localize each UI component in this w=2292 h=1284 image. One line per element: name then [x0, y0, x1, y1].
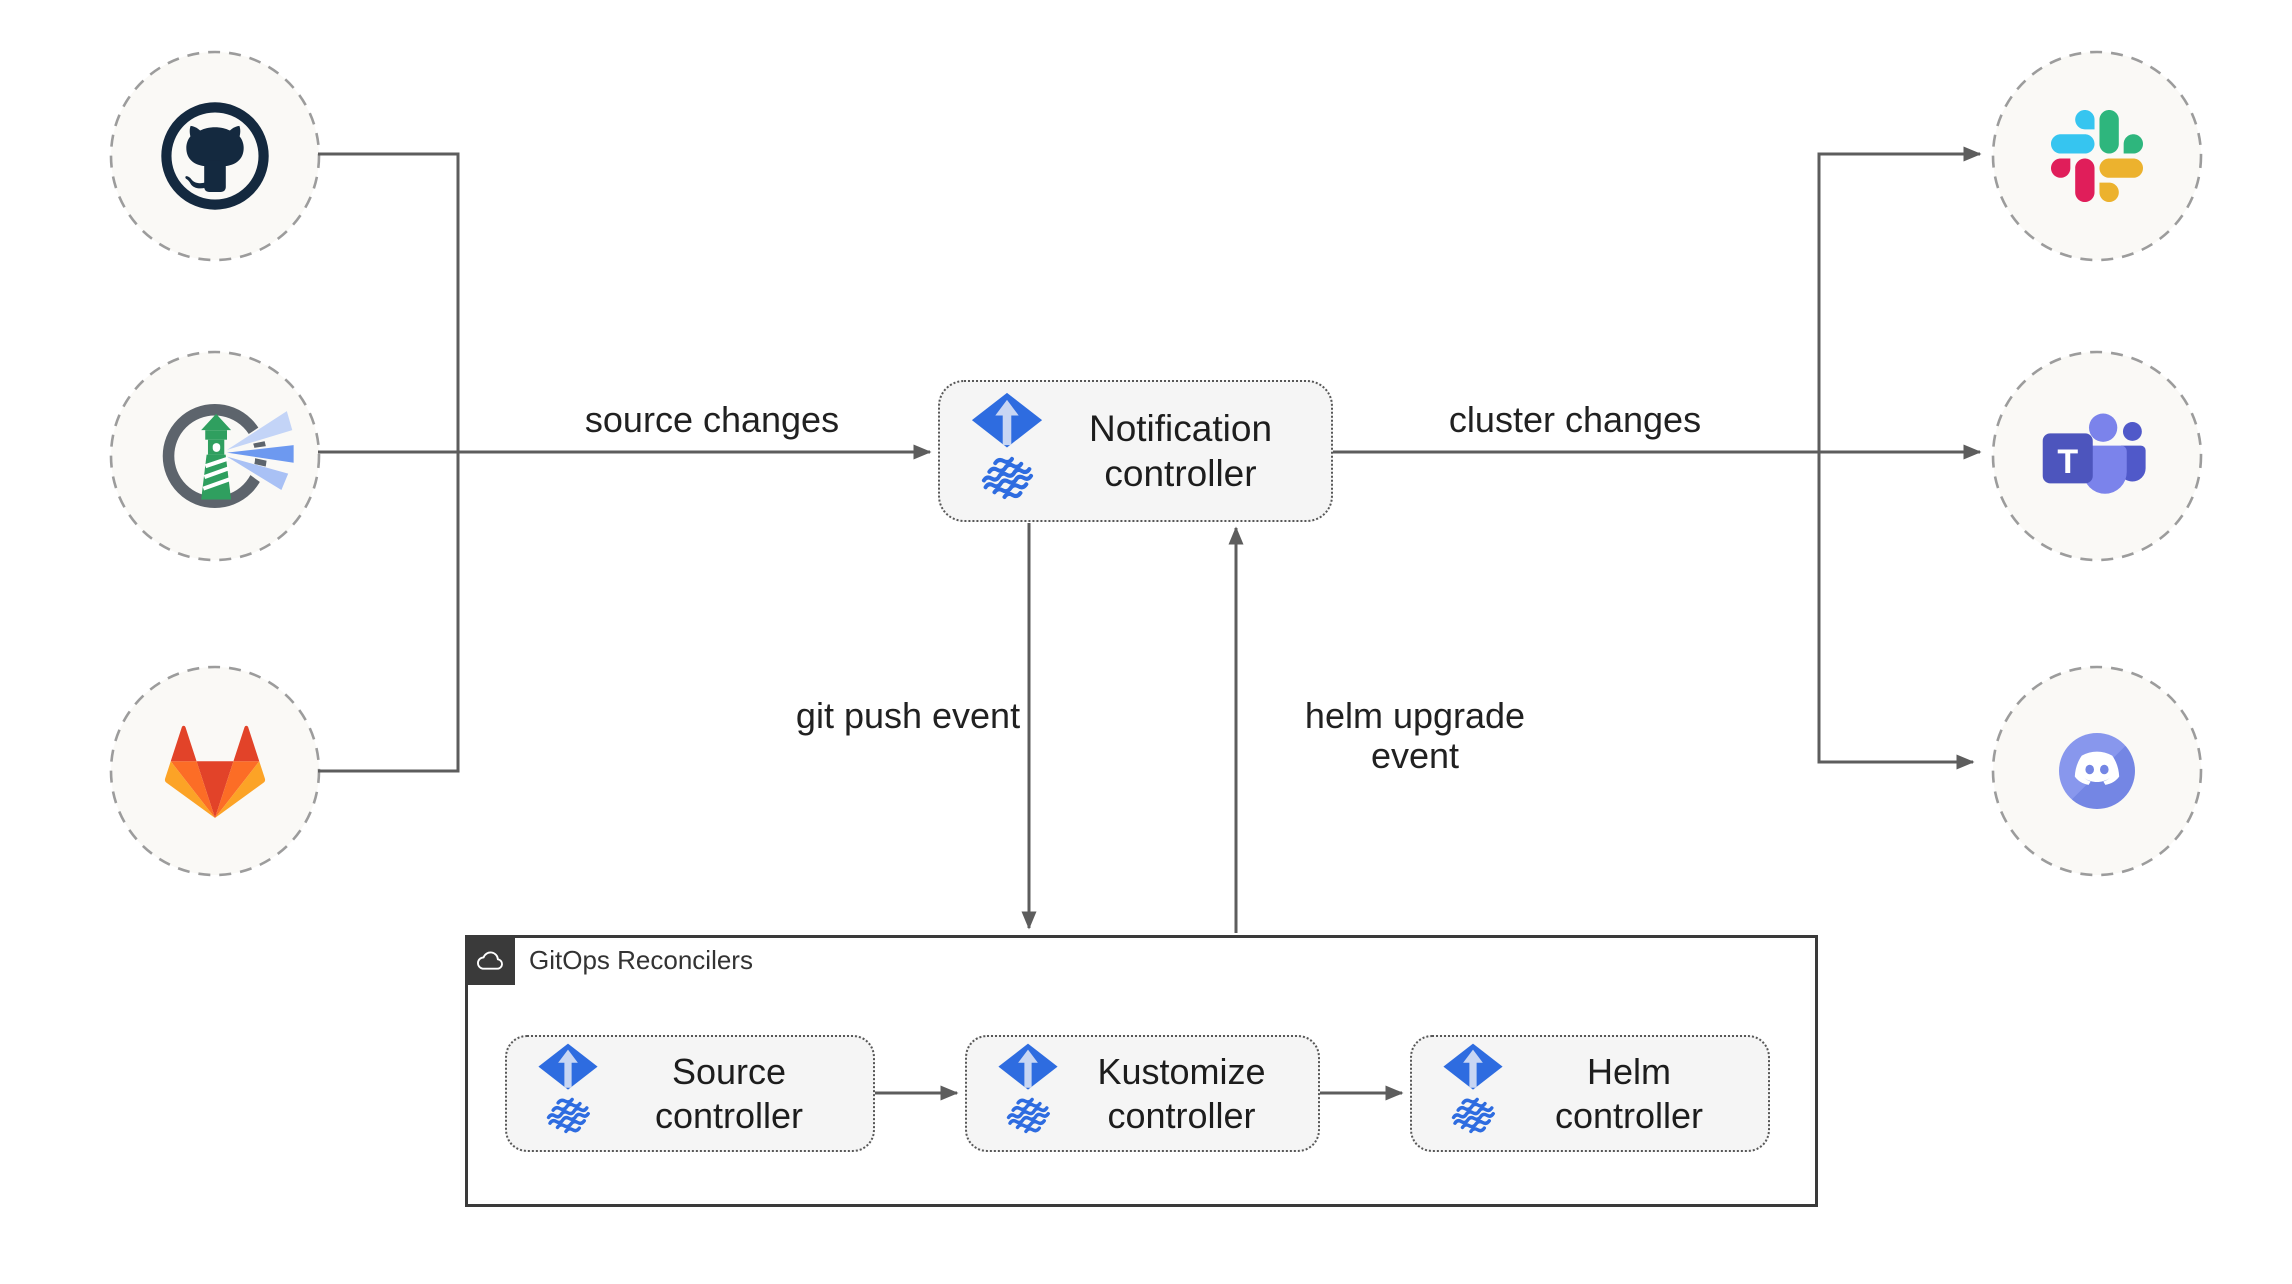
flux-icon	[535, 1043, 601, 1144]
source-controller-label: Source controller	[654, 1050, 804, 1136]
helm-upgrade-event-label: helm upgrade event	[1304, 695, 1526, 776]
kustomize-controller-node: Kustomize controller	[965, 1035, 1320, 1152]
gitops-group-title: GitOps Reconcilers	[529, 944, 753, 975]
discord-icon	[2047, 721, 2147, 821]
harbor-icon	[152, 388, 302, 524]
cloud-icon	[465, 935, 515, 985]
source-changes-label: source changes	[584, 399, 840, 440]
left-source-tree-line	[318, 152, 460, 773]
notification-controller-label: Notification controller	[1088, 407, 1273, 494]
flux-icon	[995, 1043, 1061, 1144]
microsoft-teams-icon: T	[2038, 404, 2156, 508]
helm-controller-node: Helm controller	[1410, 1035, 1770, 1152]
gitops-group-header: GitOps Reconcilers	[465, 935, 753, 985]
slack-icon	[2051, 110, 2143, 202]
github-icon	[155, 96, 275, 216]
flux-icon	[1440, 1043, 1506, 1144]
source-controller-node: Source controller	[505, 1035, 875, 1152]
flux-icon	[968, 392, 1046, 511]
slack-node-circle	[1991, 50, 2203, 262]
helm-controller-label: Helm controller	[1554, 1050, 1704, 1136]
edge-branch-slack	[1817, 146, 1982, 452]
edge-branch-discord	[1817, 452, 1975, 770]
kustomize-controller-label: Kustomize controller	[1097, 1050, 1266, 1136]
notification-controller-node: Notification controller	[938, 380, 1333, 522]
cluster-changes-label: cluster changes	[1448, 399, 1702, 440]
svg-text:T: T	[2057, 443, 2078, 481]
gitops-reconcilers-group: GitOps Reconcilers	[465, 935, 1818, 1207]
git-push-event-label: git push event	[795, 695, 1021, 736]
gitlab-icon	[159, 720, 271, 823]
